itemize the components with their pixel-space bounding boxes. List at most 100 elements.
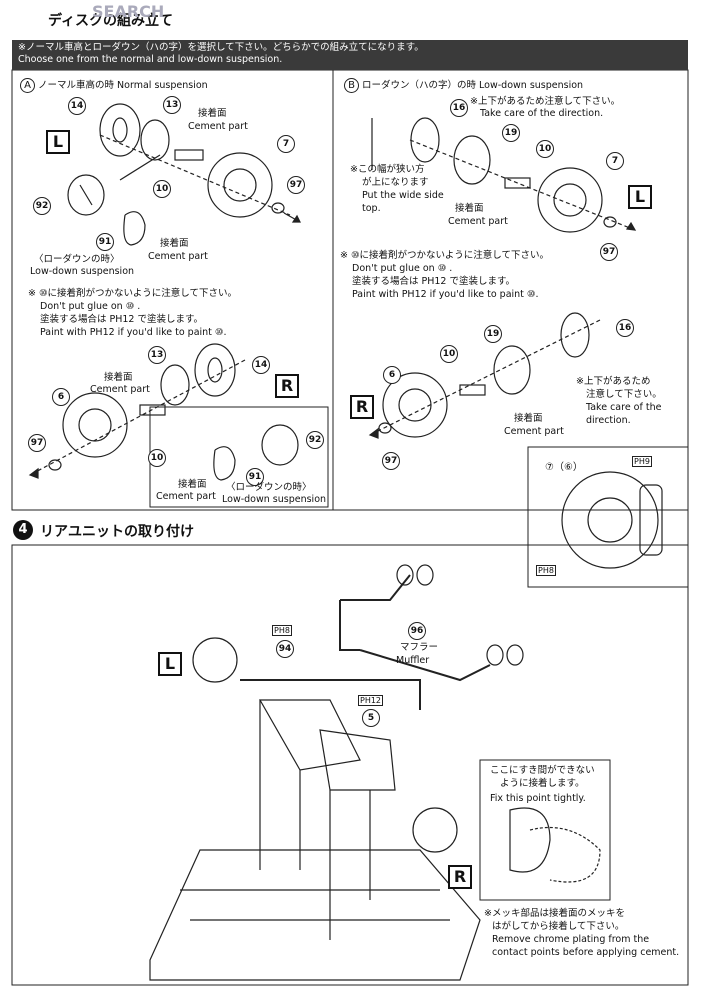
banner-line-jp: ※ノーマル車高とローダウン（ハの字）を選択して下さい。どちらかでの組み立てになり… [18,42,424,53]
paint-label-94: PH8 [272,625,292,636]
lower-frame [11,544,689,986]
direction2-jp1: ※上下があるため [576,376,651,387]
paint-note-jp-b: 塗装する場合は PH12 で塗装します。 [352,276,516,287]
part-14-callout: 14 [68,97,86,115]
gap-note-jp2: ように接着します。 [500,778,585,789]
part-13-callout-r: 13 [148,346,166,364]
cement-label-jp-2: 接着面 [160,238,189,249]
part-10-callout: 10 [153,180,171,198]
panel-b-marker: B [344,78,359,93]
panel-b-heading: B ローダウン（ハの字）の時 Low-down suspension [344,78,583,93]
wide-note-jp2: が上になります [362,177,429,188]
panel-a-heading: A ノーマル車高の時 Normal suspension [20,78,208,93]
cement-label-jp-4: 接着面 [178,479,207,490]
gap-note-jp1: ここにすき間ができない [490,765,595,776]
glue-note-en: Don't put glue on ⑩ . [40,301,141,312]
chrome-note-en2: contact points before applying cement. [492,947,680,958]
wide-note-en2: top. [362,203,381,214]
part-92-shape [67,174,105,216]
lowdown-label-jp: 〈ローダウンの時〉 [34,254,120,265]
panel-a-title: ノーマル車高の時 Normal suspension [38,80,208,91]
part-97-callout-b: 97 [600,243,618,261]
side-marker-right-b: R [350,395,374,419]
part-16-callout-r: 16 [616,319,634,337]
part-7-callout: 7 [277,135,295,153]
part-10-callout-r: 10 [148,449,166,467]
cement-label-en-3: Cement part [90,384,150,395]
part-5-callout: 5 [362,709,380,727]
cement-label-jp: 接着面 [198,108,227,119]
part-94-callout: 94 [276,640,294,658]
direction2-en1: Take care of the [586,402,662,413]
chrome-note-jp1: ※メッキ部品は接着面のメッキを [484,908,625,919]
cement-label-en-b2: Cement part [504,426,564,437]
direction-note-jp: ※上下があるため注意して下さい。 [470,96,621,107]
paint-note-en-b: Paint with PH12 if you'd like to paint ⑩… [352,289,539,300]
cement-label-en-4: Cement part [156,491,216,502]
part-7-callout-b: 7 [606,152,624,170]
side-marker-right-step4: R [448,865,472,889]
side-marker-left-b: L [628,185,652,209]
chassis-shape [149,849,481,981]
part-19-callout: 19 [502,124,520,142]
brake-paint-top: PH9 [632,456,652,467]
cement-label-jp-b2: 接着面 [514,413,543,424]
part-97-callout-r: 97 [28,434,46,452]
glue-note-en-b: Don't put glue on ⑩ . [352,263,453,274]
cement-label-en-2: Cement part [148,251,208,262]
watermark-text: SEARCH [92,2,165,21]
part-10-callout-b: 10 [536,140,554,158]
part-10-callout-br: 10 [440,345,458,363]
side-marker-right-a: R [275,374,299,398]
part-6-callout: 6 [52,388,70,406]
panel-a-marker: A [20,78,35,93]
wide-note-en1: Put the wide side [362,190,444,201]
cement-label-en: Cement part [188,121,248,132]
banner-line-en: Choose one from the normal and low-down … [18,54,283,65]
side-marker-left-step4: L [158,652,182,676]
upper-frame [11,69,689,511]
instruction-banner: ※ノーマル車高とローダウン（ハの字）を選択して下さい。どちらかでの組み立てになり… [12,40,688,70]
glue-note-jp-b: ※ ⑩に接着剤がつかないように注意して下さい。 [340,250,550,261]
step-4-title: リアユニットの取り付け [40,524,194,540]
part-13-shape [140,119,170,161]
direction2-jp2: 注意して下さい。 [586,389,662,400]
cement-label-jp-3: 接着面 [104,372,133,383]
chrome-note-jp2: はがしてから接着して下さい。 [492,921,625,932]
paint-note-en: Paint with PH12 if you'd like to paint ⑩… [40,327,227,338]
brake-paint-bottom: PH8 [536,565,556,576]
part-7-shape [207,152,273,218]
direction2-en2: direction. [586,415,631,426]
part-13-callout: 13 [163,96,181,114]
gap-note-en: Fix this point tightly. [490,793,586,804]
part-5-shape [319,729,396,791]
muffler-label-en: Muffler [396,655,430,666]
paint-label-5: PH12 [358,695,384,706]
part-94-shape [258,699,361,771]
cement-label-en-b: Cement part [448,216,508,227]
part-19-callout-r: 19 [484,325,502,343]
part-6-shape [62,392,128,458]
part-14-shape [99,103,141,157]
part-91-callout-r: 91 [246,468,264,486]
step-number-badge: 4 [13,520,33,540]
part-16-callout: 16 [450,99,468,117]
part-97-callout-br: 97 [382,452,400,470]
brake-detail-label: ⑦（⑥） [545,462,583,473]
lowdown-label-en: Low-down suspension [30,266,135,277]
side-marker-left-a: L [46,130,70,154]
part-97-callout: 97 [287,176,305,194]
part-10-shape [174,149,204,161]
lowdown-label-jp-2: 〈ローダウンの時〉 [226,482,312,493]
part-96-callout: 96 [408,622,426,640]
glue-note-jp: ※ ⑩に接着剤がつかないように注意して下さい。 [28,288,238,299]
wide-note-jp1: ※この幅が狭い方 [350,164,425,175]
hub-right-shape [412,807,458,853]
part-91-callout: 91 [96,233,114,251]
part-92-callout-r: 92 [306,431,324,449]
part-6-callout-b: 6 [383,366,401,384]
part-91-shape [123,211,146,246]
lowdown-label-en-2: Low-down suspension [222,494,327,505]
part-92-callout: 92 [33,197,51,215]
